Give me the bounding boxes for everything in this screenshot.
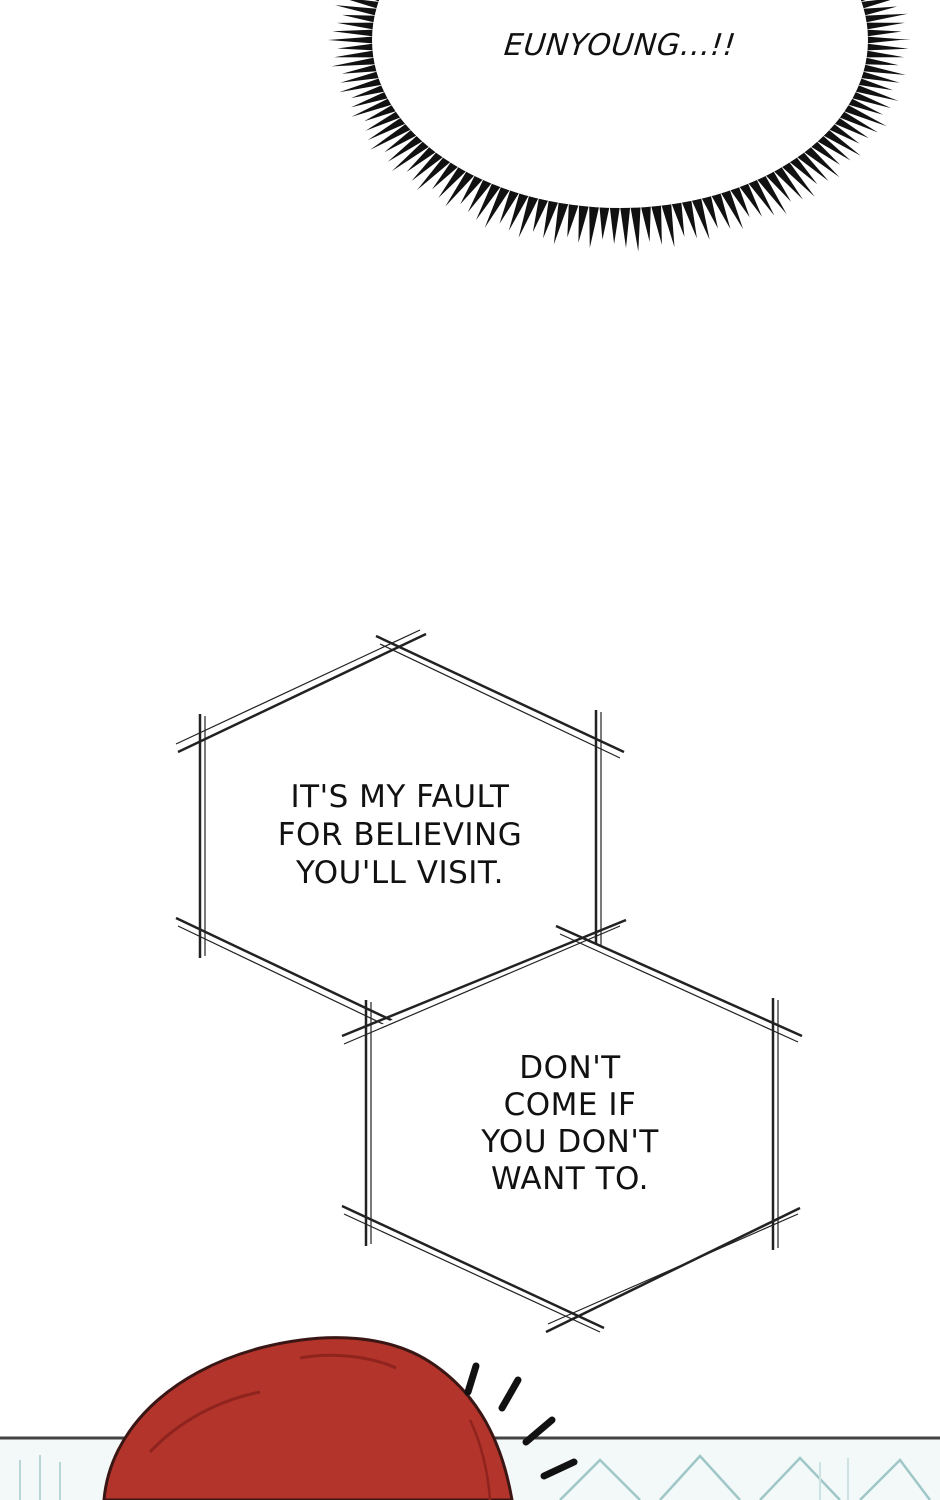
hex2-edge: [343, 925, 621, 1045]
hair-strand: [299, 1353, 397, 1370]
surprise-stroke: [522, 1416, 556, 1446]
floor-pattern-far-right: [819, 1458, 849, 1500]
hex1-edge: [379, 643, 621, 759]
thought-box-1-line: FOR BELIEVING: [277, 817, 523, 853]
floor-pattern-right: [559, 1454, 931, 1500]
shout-bubble-interior: [372, 0, 868, 208]
shout-bubble-text: EUNYOUNG...!!: [502, 28, 738, 63]
hex1-edge: [177, 632, 427, 754]
surprise-strokes: [464, 1362, 578, 1480]
floor-pattern-left: [19, 1455, 61, 1500]
hex1-edge: [375, 634, 625, 754]
thought-box-2-text: DON'T COME IF YOU DON'T WANT TO.: [420, 1050, 720, 1198]
shout-bubble: [328, 0, 911, 252]
thought-box-1-fill: [200, 642, 600, 1045]
thought-box-1: [175, 629, 625, 1045]
hair-strand: [148, 1390, 261, 1454]
hex2-edge: [343, 1213, 601, 1333]
surprise-stroke: [464, 1362, 480, 1396]
hair-strand: [468, 1419, 492, 1500]
thought-box-2-line: DON'T: [519, 1050, 621, 1086]
hex1-edge: [175, 629, 421, 745]
hex1-edge: [177, 925, 409, 1037]
thought-box-1-line: YOU'LL VISIT.: [295, 855, 505, 891]
hex2-edge: [547, 1213, 799, 1325]
hex2-edge: [559, 933, 799, 1043]
hex2-edge: [545, 1206, 801, 1334]
hex2-edge: [341, 918, 627, 1038]
thought-box-2-fill: [370, 935, 775, 1320]
thought-box-2-line: COME IF: [503, 1087, 637, 1123]
thought-box-1-line: IT'S MY FAULT: [290, 779, 510, 815]
character-hair: [102, 1336, 514, 1500]
hex2-edge: [555, 924, 803, 1038]
thought-box-2: [341, 918, 803, 1334]
hex1-edge: [175, 916, 413, 1032]
hex2-edge: [341, 1204, 605, 1330]
surprise-stroke: [540, 1458, 578, 1480]
surprise-stroke: [498, 1376, 522, 1412]
thought-box-2-line: YOU DON'T: [481, 1124, 659, 1160]
thought-box-2-line: WANT TO.: [490, 1161, 650, 1197]
thought-box-1-text: IT'S MY FAULT FOR BELIEVING YOU'LL VISIT…: [230, 778, 570, 892]
bottom-scene: [0, 1336, 940, 1500]
